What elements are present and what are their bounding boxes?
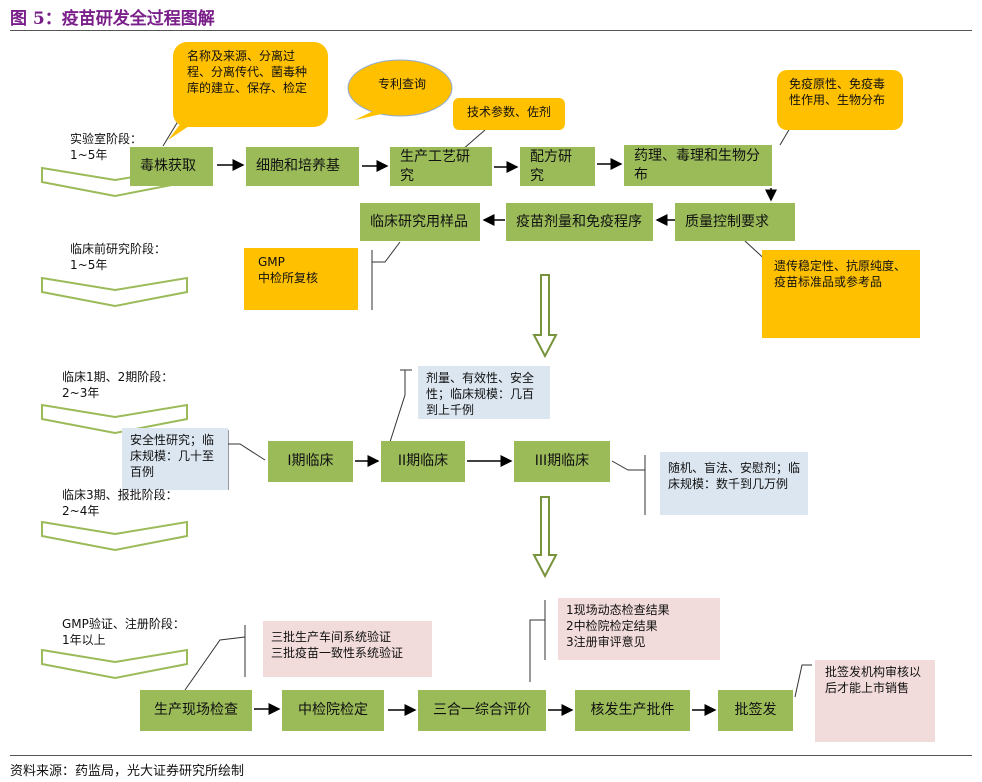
callout-lines (162, 117, 812, 698)
step-strain: 毒株获取 (130, 147, 213, 186)
step-release: 批签发 (718, 690, 793, 731)
step-sample: 临床研究用样品 (360, 203, 480, 241)
note-eval: 1现场动态检查结果 2中检院检定结果 3注册审评意见 (558, 598, 720, 660)
step-cells: 细胞和培养基 (246, 147, 359, 186)
stage-label-phase3: 临床3期、报批阶段：2~4年 (62, 488, 178, 518)
note-phase2: 剂量、有效性、安全性；临床规模：几百到上千例 (418, 366, 550, 419)
step-process: 生产工艺研究 (390, 147, 492, 186)
source-note: 资料来源：药监局，光大证券研究所绘制 (10, 764, 245, 779)
flow-arrows (217, 158, 777, 716)
bottom-divider (10, 755, 972, 756)
step-approval: 核发生产批件 (575, 690, 690, 731)
note-tech: 技术参数、佐剂 (453, 98, 565, 130)
note-phase3: 随机、盲法、安慰剂；临床规模：数千到几万例 (660, 452, 808, 515)
step-phase3: III期临床 (514, 441, 610, 482)
step-dose: 疫苗剂量和免疫程序 (506, 203, 653, 241)
note-gmp: GMP 中检所复核 (244, 248, 358, 310)
step-nicpbp: 中检院检定 (282, 690, 384, 731)
stage-down-arrows (532, 274, 558, 579)
note-strain: 名称及来源、分离过程、分离传代、菌毒种库的建立、保存、检定 (173, 42, 328, 127)
step-inspection: 生产现场检查 (140, 690, 252, 731)
note-quality: 遗传稳定性、抗原纯度、疫苗标准品或参考品 (762, 250, 920, 338)
note-release: 批签发机构审核以后才能上市销售 (815, 660, 935, 742)
stage-label-gmp: GMP验证、注册阶段：1年以上 (62, 617, 185, 647)
step-pharm: 药理、毒理和生物分布 (624, 145, 772, 186)
step-evaluation: 三合一综合评价 (418, 690, 546, 731)
figure-title: 图 5：疫苗研发全过程图解 (10, 9, 215, 29)
stage-label-lab: 实验室阶段：1~5年 (70, 132, 143, 162)
step-phase1: I期临床 (268, 441, 353, 482)
stage-chevrons (41, 166, 188, 680)
top-divider (10, 30, 972, 31)
stage-label-preclinical: 临床前研究阶段：1~5年 (70, 242, 167, 272)
step-phase2: II期临床 (381, 441, 465, 482)
step-quality: 质量控制要求 (675, 203, 795, 241)
note-patent: 专利查询 (378, 77, 427, 91)
note-batches: 三批生产车间系统验证 三批疫苗一致性系统验证 (263, 621, 432, 677)
note-phase1: 安全性研究；临床规模：几十至百例 (122, 428, 228, 490)
step-formula: 配方研究 (520, 147, 595, 186)
note-pharm: 免疫原性、免疫毒性作用、生物分布 (777, 70, 903, 130)
stage-label-phase12: 临床1期、2期阶段：2~3年 (62, 370, 174, 400)
